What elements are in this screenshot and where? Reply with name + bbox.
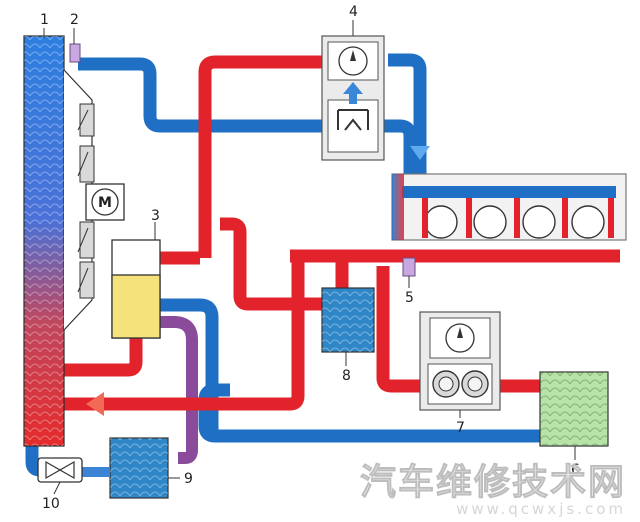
thermostat-to-engine-top-pipe xyxy=(388,53,427,185)
engine-to-oil-cooler-pipe xyxy=(220,217,322,311)
label-thermostat: 4 xyxy=(349,4,358,20)
fan-motor: M xyxy=(85,183,125,221)
label-radiator: 1 xyxy=(40,12,49,28)
oil-return-pipe xyxy=(150,298,219,436)
watermark-url: www.qcwxjs.com xyxy=(456,500,626,518)
expansion-tank xyxy=(111,239,161,339)
transmission-cooler xyxy=(109,437,169,499)
transmission-cooler-return-pipe xyxy=(160,316,198,464)
fan-motor-icon: M xyxy=(98,195,112,211)
arrow-down-into-engine xyxy=(410,146,430,160)
thermostat-bypass-pipe xyxy=(384,119,417,185)
engine-temp-sensor xyxy=(402,257,416,277)
watermark-chinese: 汽车维修技术网 xyxy=(360,462,626,503)
label-transmission-cooler: 9 xyxy=(184,471,193,487)
cylinder-3 xyxy=(522,205,556,239)
cylinder-4 xyxy=(571,205,605,239)
radiator-sensor xyxy=(69,43,81,63)
label-heater-core: 6 xyxy=(571,462,580,478)
oil-cooler xyxy=(321,287,375,353)
cylinder-2 xyxy=(473,205,507,239)
label-water-pump: 10 xyxy=(42,496,60,512)
callout-leaders xyxy=(43,20,576,495)
cylinder-1 xyxy=(424,205,458,239)
cylinder-row xyxy=(424,205,605,239)
thermostat-internal-arrow xyxy=(343,82,363,104)
tank-drain-pipe xyxy=(60,338,143,377)
thermostat-housing xyxy=(321,35,385,161)
engine-to-thermostat-hot-pipe xyxy=(198,55,322,258)
main-return-to-radiator-pipe xyxy=(60,388,305,411)
label-oil-cooler: 8 xyxy=(342,368,351,384)
engine-block xyxy=(391,173,627,241)
label-radiator-sensor: 2 xyxy=(70,12,79,28)
watermark: 汽车维修技术网 www.qcwxjs.com xyxy=(360,462,626,518)
callout-numbers: 1 2 4 3 5 6 7 8 9 10 xyxy=(40,4,580,512)
heater-valve xyxy=(419,311,501,411)
arrow-into-radiator xyxy=(86,392,104,416)
label-expansion-tank: 3 xyxy=(151,208,160,224)
heater-valve-feed-pipe xyxy=(376,266,420,393)
heater-core xyxy=(539,371,609,447)
water-pump xyxy=(37,457,83,483)
label-heater-valve: 7 xyxy=(456,420,465,436)
radiator xyxy=(23,35,65,447)
hot-pipes xyxy=(60,55,620,411)
fan-assembly xyxy=(63,69,95,331)
label-engine-sensor: 5 xyxy=(405,290,414,306)
radiator-to-thermostat-upper-pipe xyxy=(78,57,322,133)
